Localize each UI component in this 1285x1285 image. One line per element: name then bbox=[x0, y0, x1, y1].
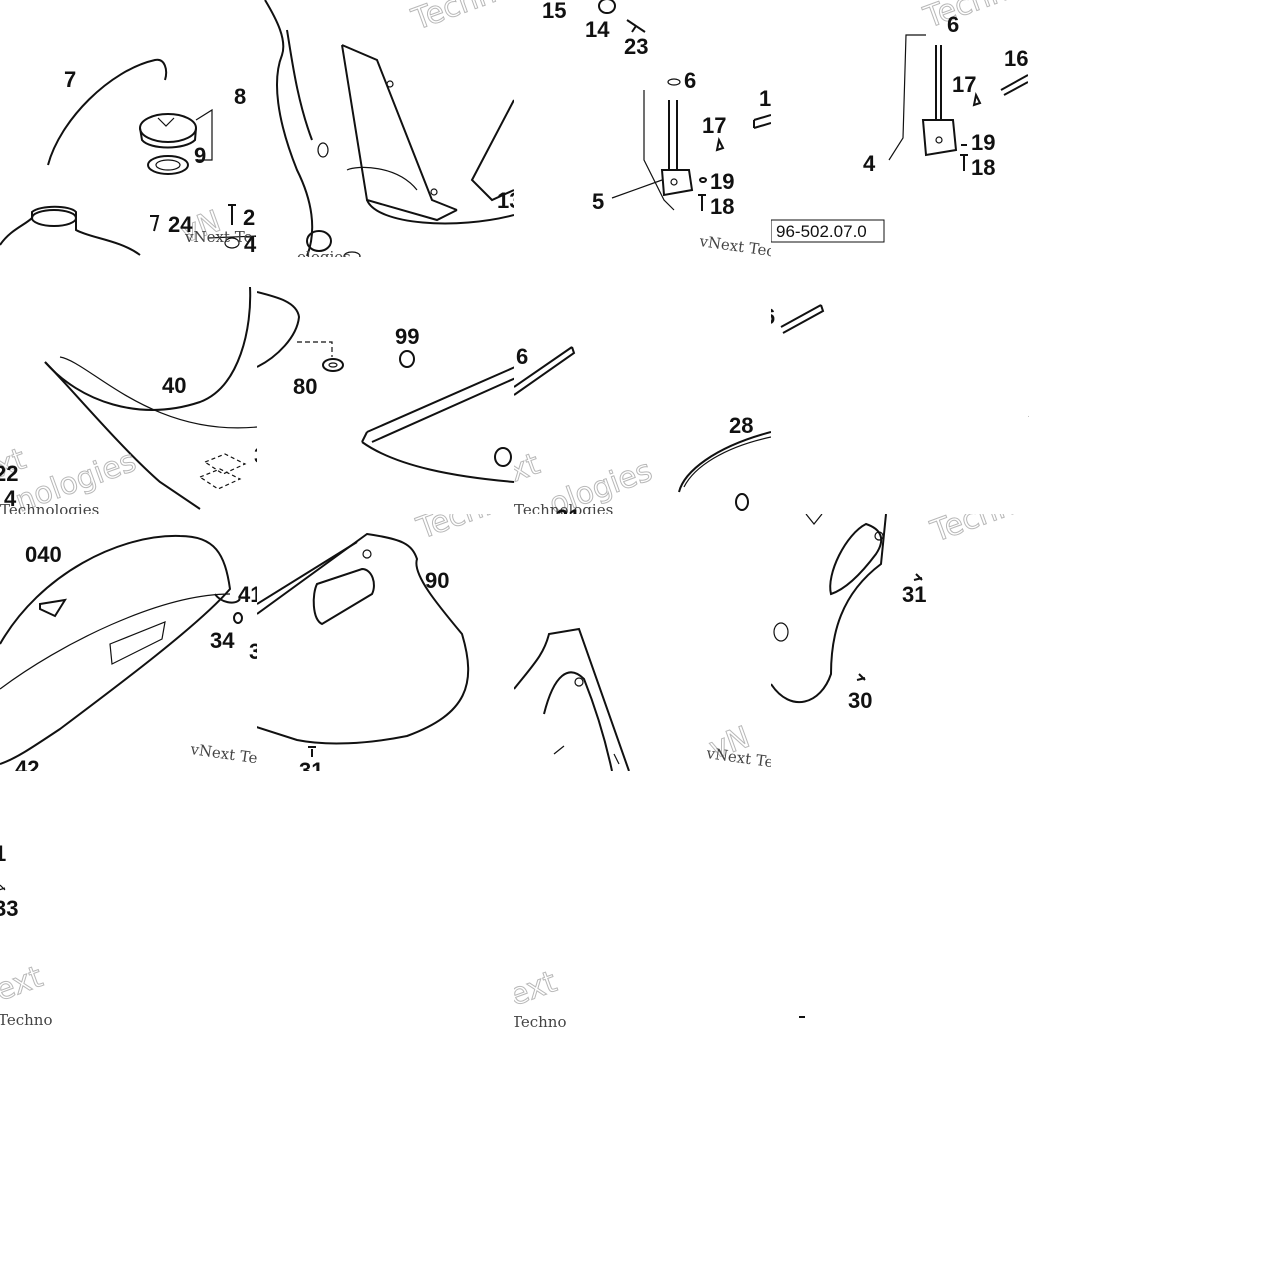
part-label: 13 bbox=[497, 188, 514, 213]
tile-fuel-tap-1: vNext Tec 15 14 23 6 17 1 5 19 18 bbox=[514, 0, 771, 257]
part-label: 19 bbox=[710, 169, 734, 194]
side-cover-drawing: vN vNext Te bbox=[514, 627, 771, 771]
tile-empty-r3 bbox=[1028, 514, 1285, 771]
part-label: 31 bbox=[556, 505, 580, 514]
tile-side-panel: xt nologies Technologies 40 22 4 3 42 bbox=[0, 257, 257, 514]
part-label: 14 bbox=[585, 17, 610, 42]
reference-number: 96-502.07.0 bbox=[776, 222, 867, 241]
stray-mark bbox=[799, 1016, 805, 1018]
part-label: 040 bbox=[25, 542, 62, 567]
tile-watermark-only: ext Techno bbox=[514, 771, 771, 1028]
part-label: 9 bbox=[194, 143, 206, 168]
number-plate-drawing: Techn 90 31 bbox=[257, 514, 506, 771]
part-label: 24 bbox=[168, 212, 193, 237]
tile-fuel-tap-2: Techno 96-502.07.0 ologies 6 16 17 4 19 … bbox=[771, 0, 1028, 257]
svg-text:ext: ext bbox=[514, 964, 562, 1013]
part-label: 28 bbox=[729, 413, 753, 438]
watermark-text: Techno bbox=[0, 1011, 52, 1028]
tile-strip-edge: 6 bbox=[771, 257, 1028, 514]
svg-text:Techno: Techno bbox=[407, 0, 514, 38]
watermark-text: vNext Te bbox=[704, 744, 771, 771]
tile-airbox-cover: Techno 31 30 bbox=[771, 514, 1028, 771]
part-label: 31 bbox=[299, 758, 323, 771]
tile-number-plate: Techn 90 31 bbox=[257, 514, 514, 771]
part-label: 34 bbox=[210, 628, 235, 653]
fuel-tap-drawing: Techno 96-502.07.0 ologies 6 16 17 4 19 … bbox=[771, 0, 1028, 257]
seat-drawing: vNext Te 040 41 34 3 42 bbox=[0, 534, 257, 771]
part-label: 6 bbox=[516, 344, 528, 369]
watermark-text: ologies bbox=[297, 248, 351, 257]
part-label: 1 bbox=[759, 86, 771, 111]
svg-text:Techn: Techn bbox=[412, 514, 506, 547]
svg-text:Techno: Techno bbox=[926, 514, 1028, 550]
part-label: 17 bbox=[702, 113, 726, 138]
tile-empty-r4a bbox=[257, 771, 514, 1028]
watermark-text: vNext Te bbox=[188, 740, 257, 767]
part-label: 19 bbox=[971, 130, 995, 155]
tile-front-fender bbox=[1028, 257, 1285, 514]
strip-edge-drawing: 6 bbox=[771, 304, 825, 334]
watermark-text: Technologies bbox=[0, 501, 99, 514]
part-label: 22 bbox=[0, 461, 18, 486]
part-label: 15 bbox=[542, 0, 566, 23]
tile-trim-strip: xt ologies Technologies 6 28 31 bbox=[514, 257, 771, 514]
tile-fasteners: ext Techno 1 33 bbox=[0, 771, 257, 1028]
watermark-text: ologies bbox=[771, 254, 825, 257]
part-label: 99 bbox=[395, 324, 419, 349]
part-label: 23 bbox=[624, 34, 648, 59]
svg-text:ext: ext bbox=[0, 959, 48, 1008]
part-label: 80 bbox=[293, 374, 317, 399]
part-label: 31 bbox=[902, 582, 926, 607]
svg-text:Techno: Techno bbox=[919, 0, 1028, 36]
watermark-text: vNext Te bbox=[184, 228, 253, 246]
front-fender-drawing bbox=[1028, 415, 1029, 417]
fasteners-drawing: ext Techno 1 33 bbox=[0, 841, 52, 1028]
side-panel-drawing: xt nologies Technologies 40 22 4 3 42 bbox=[0, 286, 257, 514]
part-label: 41 bbox=[238, 582, 257, 607]
part-label: 5 bbox=[592, 189, 604, 214]
tile-side-cover: vN vNext Te bbox=[514, 514, 771, 771]
panel-trim-drawing: 99 80 bbox=[257, 291, 514, 483]
part-label: 6 bbox=[947, 12, 959, 37]
watermark-fragment: ext Techno bbox=[514, 964, 566, 1028]
part-label: 18 bbox=[971, 155, 995, 180]
part-label: 40 bbox=[162, 373, 186, 398]
watermark-text: Technologies bbox=[514, 501, 613, 514]
part-label: 90 bbox=[425, 568, 449, 593]
tile-empty-r1 bbox=[1028, 0, 1285, 257]
part-label: 17 bbox=[952, 72, 976, 97]
part-label: 4 bbox=[863, 151, 876, 176]
part-label: 3 bbox=[254, 443, 257, 468]
part-label: 6 bbox=[684, 68, 696, 93]
part-label: 8 bbox=[234, 84, 246, 109]
part-label: 3 bbox=[249, 639, 257, 664]
part-label: 7 bbox=[64, 67, 76, 92]
part-label: 4 bbox=[244, 232, 257, 257]
watermark-text: Techno bbox=[514, 1013, 566, 1028]
tile-fuel-cap-hose: vN vNext Te 7 8 9 24 2 4 bbox=[0, 0, 257, 257]
part-label: 6 bbox=[771, 304, 775, 329]
watermark-text: vNext Tec bbox=[697, 232, 771, 257]
tank-side-drawing: Techno ologies 13 bbox=[264, 0, 514, 257]
airbox-cover-drawing: Techno 31 30 bbox=[771, 514, 1028, 713]
part-label: 2 bbox=[243, 205, 255, 230]
tile-panel-trim: 99 80 bbox=[257, 257, 514, 514]
tile-seat: vNext Te 040 41 34 3 42 bbox=[0, 514, 257, 771]
tile-empty-r4b bbox=[771, 771, 1028, 1028]
part-label: 30 bbox=[848, 688, 872, 713]
trim-strip-drawing: xt ologies Technologies 6 28 31 bbox=[514, 344, 771, 514]
part-label: 18 bbox=[710, 194, 734, 219]
part-label: 16 bbox=[1004, 46, 1028, 71]
fuel-cap-drawing: vN vNext Te 7 8 9 24 2 4 bbox=[0, 58, 257, 257]
part-label: 42 bbox=[15, 756, 39, 771]
part-label: 4 bbox=[4, 486, 17, 511]
fuel-tap-drawing: vNext Tec 15 14 23 6 17 1 5 19 18 bbox=[542, 0, 771, 257]
part-label: 33 bbox=[0, 896, 18, 921]
svg-text:xt: xt bbox=[514, 446, 545, 489]
reference-number-box: 96-502.07.0 bbox=[771, 219, 885, 243]
tile-tank-side: Techno ologies 13 bbox=[257, 0, 514, 257]
part-label: 1 bbox=[0, 841, 6, 866]
